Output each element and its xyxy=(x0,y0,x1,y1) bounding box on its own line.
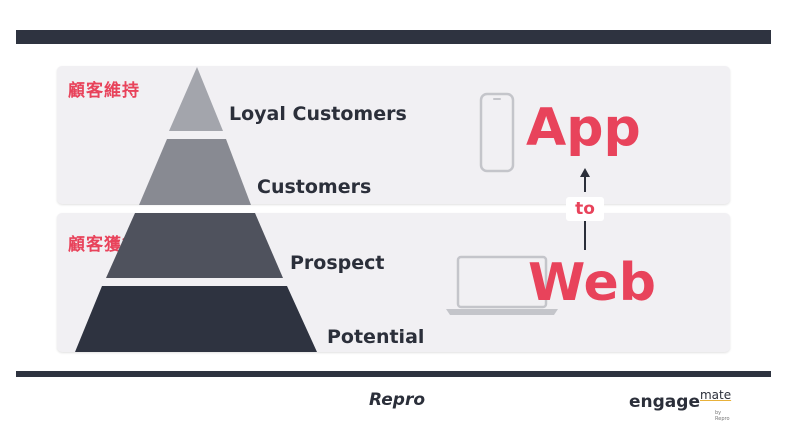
tier-label-loyal-customers: Loyal Customers xyxy=(229,103,407,125)
to-connector: to xyxy=(566,197,604,221)
pyramid-tier-potential xyxy=(75,286,317,352)
pyramid-tier-loyal-customers xyxy=(169,67,223,131)
engagemate-logo: engagemate by Repro xyxy=(629,388,731,422)
smartphone-icon xyxy=(479,92,515,173)
web-label: Web xyxy=(528,253,656,313)
pyramid-tier-prospect xyxy=(106,213,283,278)
top-bar xyxy=(16,30,771,44)
tier-label-potential: Potential xyxy=(327,326,425,348)
arrow-up-icon xyxy=(580,168,590,250)
app-label: App xyxy=(526,98,641,158)
tier-label-customers: Customers xyxy=(257,176,372,198)
pyramid-tier-customers xyxy=(139,139,251,205)
engagemate-logo-super: mate xyxy=(699,388,732,402)
laptop-icon xyxy=(446,255,558,315)
retention-label: 顧客維持 xyxy=(68,81,140,101)
bottom-bar xyxy=(16,371,771,377)
engagemate-logo-sub: by Repro xyxy=(715,410,730,422)
engagemate-logo-main: engage xyxy=(629,392,700,412)
repro-logo: Repro xyxy=(369,390,426,410)
tier-label-prospect: Prospect xyxy=(290,252,385,274)
